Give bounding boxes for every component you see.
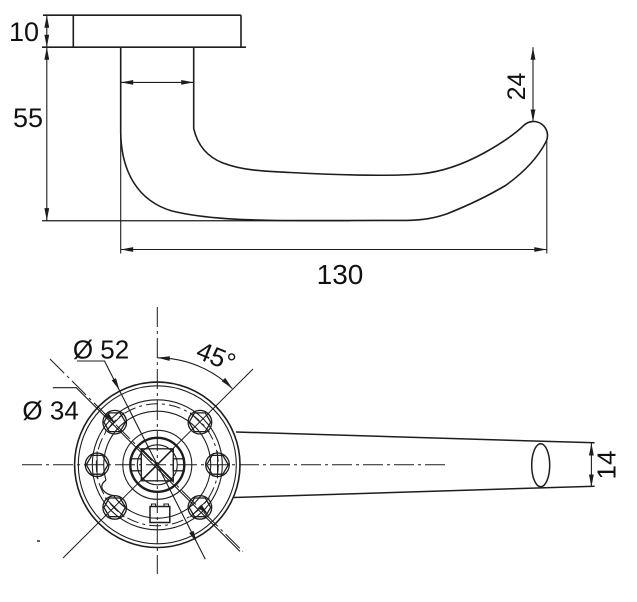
svg-text:Ø 52: Ø 52 — [73, 335, 129, 365]
svg-text:55: 55 — [13, 103, 43, 133]
svg-text:10: 10 — [9, 17, 39, 47]
svg-text:130: 130 — [317, 259, 364, 290]
svg-text:Ø 34: Ø 34 — [22, 396, 78, 426]
svg-text:14: 14 — [592, 451, 622, 480]
svg-text:24: 24 — [503, 73, 531, 101]
